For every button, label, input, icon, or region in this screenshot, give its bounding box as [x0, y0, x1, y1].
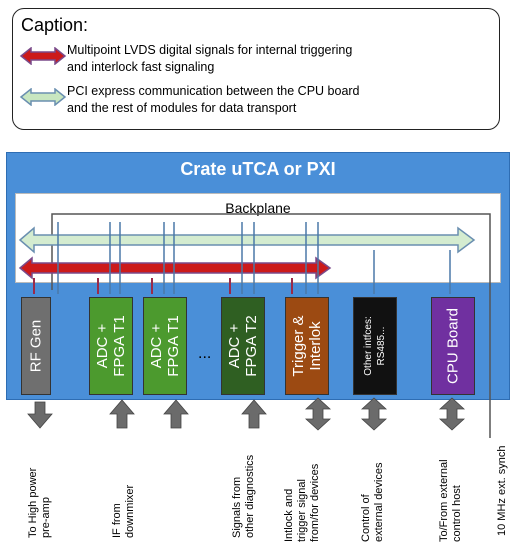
- lvds-legend-line2: and interlock fast signaling: [67, 60, 215, 74]
- up-arrow-icon: [241, 399, 267, 429]
- label-line1: 10 MHz ext. synch: [496, 445, 508, 536]
- label-10mhz-sync: 10 MHz ext. synch: [496, 446, 509, 536]
- label-line2: trigger signal: [296, 479, 308, 542]
- label-intlock-trigger: Intlock and trigger signal from/for devi…: [283, 464, 322, 542]
- double-arrow-icon: [304, 397, 332, 431]
- label-line1: Signals from: [231, 476, 243, 538]
- label-control-external-devices: Control of external devices: [360, 463, 386, 543]
- label-to-from-control-host: To/From external control host: [438, 459, 464, 542]
- module-rf-gen: RF Gen: [21, 297, 51, 395]
- module-adc-fpga-t1-b: ADC +FPGA T1: [143, 297, 187, 395]
- module-cpu-board: CPU Board: [431, 297, 475, 395]
- pcie-bus-arrow: [18, 226, 476, 254]
- module-adc-fpga-t2: ADC +FPGA T2: [221, 297, 265, 395]
- backplane-label: Backplane: [225, 200, 291, 216]
- label-line2: pre-amp: [40, 497, 52, 538]
- lvds-legend-arrow-icon: [19, 47, 67, 65]
- pcie-legend-arrow-icon: [19, 88, 67, 106]
- caption-title: Caption:: [21, 15, 89, 35]
- label-line3: from/for devices: [309, 463, 321, 542]
- label-line1: To High power: [27, 467, 39, 538]
- module-other-interfaces: Other intfces:RS485...: [353, 297, 397, 395]
- label-line2: downmixer: [124, 484, 136, 538]
- lvds-bus-arrow: [18, 256, 332, 280]
- more-modules-ellipsis: ...: [198, 345, 212, 362]
- module-trigger-interlock: Trigger &Interlok: [285, 297, 329, 395]
- label-if-from-downmixer: IF from downmixer: [111, 485, 137, 538]
- label-to-high-power: To High power pre-amp: [27, 468, 53, 538]
- up-arrow-icon: [163, 399, 189, 429]
- pcie-legend-line2: and the rest of modules for data transpo…: [67, 101, 297, 115]
- label-line2: control host: [451, 485, 463, 542]
- up-arrow-icon: [109, 399, 135, 429]
- lvds-legend-line1: Multipoint LVDS digital signals for inte…: [67, 43, 353, 57]
- label-line2: external devices: [373, 462, 385, 543]
- label-line1: Intlock and: [283, 488, 295, 542]
- down-arrow-icon: [27, 401, 53, 429]
- label-line1: To/From external: [438, 459, 450, 542]
- label-line2: other diagnostics: [244, 454, 256, 538]
- module-adc-fpga-t1-a: ADC +FPGA T1: [89, 297, 133, 395]
- crate-title: Crate uTCA or PXI: [180, 159, 336, 179]
- label-signals-other-diagnostics: Signals from other diagnostics: [231, 455, 257, 538]
- caption-box: Caption: Multipoint LVDS digital signals…: [12, 8, 500, 130]
- label-line1: Control of: [360, 494, 372, 542]
- ext-sync-line: [51, 213, 491, 438]
- label-line1: IF from: [111, 503, 123, 538]
- double-arrow-icon: [438, 397, 466, 431]
- pcie-legend-line1: PCI express communication between the CP…: [67, 84, 360, 98]
- double-arrow-icon: [360, 397, 388, 431]
